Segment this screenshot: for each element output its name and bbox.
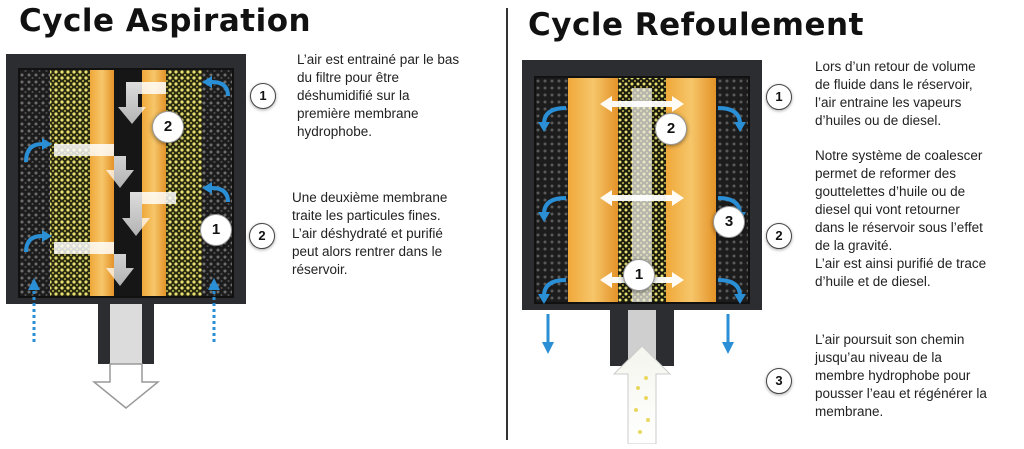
aspiration-step-2-badge: 2 bbox=[249, 223, 275, 249]
aspiration-step-1-badge: 1 bbox=[250, 83, 276, 109]
refoulement-step-2-text: Notre système de coalescer permet de ref… bbox=[815, 148, 987, 289]
refoulement-badge-3: 3 bbox=[713, 206, 745, 238]
refoulement-step-2-badge: 2 bbox=[766, 223, 792, 249]
aspiration-step-1-text: L’air est entrainé par le bas du filtre … bbox=[297, 52, 460, 139]
aspiration-step-2-text: Une deuxième membrane traite les particu… bbox=[292, 190, 448, 277]
refoulement-step-3-text: L’air poursuit son chemin jusqu’au nivea… bbox=[815, 332, 987, 419]
aspiration-badge-1: 1 bbox=[200, 214, 232, 246]
refoulement-step-1-badge: 1 bbox=[766, 84, 792, 110]
aspiration-title: Cycle Aspiration bbox=[19, 3, 312, 39]
section-divider bbox=[506, 8, 508, 440]
aspiration-badge-2: 2 bbox=[152, 111, 184, 143]
refoulement-filter-illustration bbox=[522, 60, 762, 444]
refoulement-title: Cycle Refoulement bbox=[528, 7, 864, 43]
aspiration-filter-illustration bbox=[6, 54, 246, 409]
refoulement-badge-1: 1 bbox=[623, 259, 655, 291]
refoulement-step-3-badge: 3 bbox=[766, 368, 792, 394]
refoulement-badge-2: 2 bbox=[655, 113, 687, 145]
refoulement-step-1-text: Lors d’un retour de volume de fluide dan… bbox=[815, 59, 976, 128]
